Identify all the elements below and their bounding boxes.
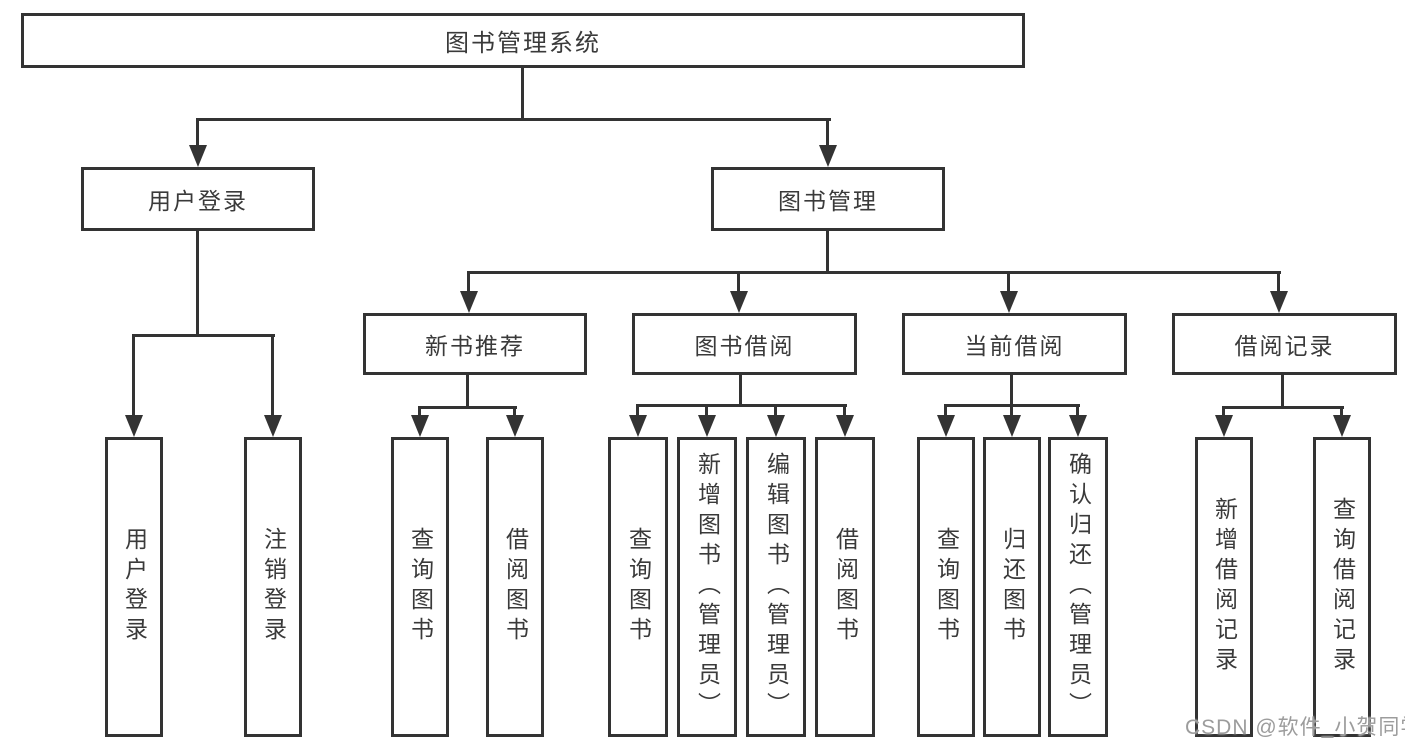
node-label: 确认归还（管理员） xyxy=(1065,452,1092,722)
node-root-system: 图书管理系统 xyxy=(21,13,1025,68)
leaf-borrow-books: 借阅图书 xyxy=(815,437,875,737)
leaf-query-books-recommend: 查询图书 xyxy=(391,437,449,737)
arrow-down-icon xyxy=(1215,415,1233,437)
node-label: 图书管理 xyxy=(778,188,878,214)
connector-stem-book-management xyxy=(826,118,829,146)
node-label: 借阅图书 xyxy=(832,527,859,647)
node-book-borrow: 图书借阅 xyxy=(632,313,857,375)
connector-stem-new-book xyxy=(467,271,470,291)
connector-stem xyxy=(636,404,639,416)
connector-stem xyxy=(1010,404,1013,416)
node-label: 查询图书 xyxy=(625,527,652,647)
connector-stem-leaf-logout xyxy=(271,334,274,416)
leaf-query-books-borrow: 查询图书 xyxy=(608,437,668,737)
node-book-management: 图书管理 xyxy=(711,167,945,231)
connector-user-login-rail xyxy=(132,334,275,337)
connector-new-book-rail xyxy=(418,406,517,409)
node-label: 新增图书（管理员） xyxy=(694,452,721,722)
node-label: 借阅记录 xyxy=(1234,333,1335,359)
connector-stem xyxy=(513,406,516,416)
arrow-down-icon xyxy=(1069,415,1087,437)
arrow-down-icon xyxy=(1333,415,1351,437)
connector-book-management-drop xyxy=(826,231,829,273)
leaf-user-login: 用户登录 xyxy=(105,437,163,737)
arrow-down-icon xyxy=(1003,415,1021,437)
arrow-down-icon xyxy=(836,415,854,437)
watermark: CSDN @软件_小贺同学 xyxy=(1185,716,1405,739)
arrow-down-icon xyxy=(189,145,207,167)
node-label: 注销登录 xyxy=(260,527,287,647)
arrow-down-icon xyxy=(698,415,716,437)
connector-stem-leaf-login xyxy=(132,334,135,416)
connector-borrow-records-drop xyxy=(1281,375,1284,408)
node-current-borrow: 当前借阅 xyxy=(902,313,1127,375)
arrow-down-icon xyxy=(1270,291,1288,313)
node-label: 图书管理系统 xyxy=(445,30,601,57)
connector-stem xyxy=(1076,404,1079,416)
node-label: 查询借阅记录 xyxy=(1329,497,1356,677)
connector-root-drop xyxy=(521,68,524,120)
leaf-return-books: 归还图书 xyxy=(983,437,1041,737)
connector-stem xyxy=(774,404,777,416)
leaf-add-borrow-record: 新增借阅记录 xyxy=(1195,437,1253,737)
node-label: 编辑图书（管理员） xyxy=(763,452,790,722)
arrow-down-icon xyxy=(411,415,429,437)
connector-stem xyxy=(944,404,947,416)
node-new-book-recommend: 新书推荐 xyxy=(363,313,587,375)
connector-user-login-drop xyxy=(196,231,199,337)
node-label: 借阅图书 xyxy=(502,527,529,647)
node-label: 当前借阅 xyxy=(964,333,1065,359)
node-label: 查询图书 xyxy=(407,527,434,647)
connector-current-borrow-drop xyxy=(1010,375,1013,406)
arrow-down-icon xyxy=(767,415,785,437)
node-label: 图书借阅 xyxy=(694,333,795,359)
leaf-query-books-current: 查询图书 xyxy=(917,437,975,737)
node-label: 归还图书 xyxy=(999,527,1026,647)
node-label: 新书推荐 xyxy=(425,333,525,359)
connector-borrow-records-rail xyxy=(1222,406,1344,409)
leaf-query-borrow-record: 查询借阅记录 xyxy=(1313,437,1371,737)
node-borrow-records: 借阅记录 xyxy=(1172,313,1397,375)
connector-stem xyxy=(1222,406,1225,416)
node-label: 用户登录 xyxy=(148,188,248,214)
arrow-down-icon xyxy=(629,415,647,437)
arrow-down-icon xyxy=(730,291,748,313)
arrow-down-icon xyxy=(460,291,478,313)
connector-book-borrow-drop xyxy=(739,375,742,406)
arrow-down-icon xyxy=(937,415,955,437)
node-user-login: 用户登录 xyxy=(81,167,315,231)
connector-stem-current-borrow xyxy=(1007,271,1010,291)
connector-new-book-drop xyxy=(466,375,469,408)
arrow-down-icon xyxy=(125,415,143,437)
leaf-confirm-return-admin: 确认归还（管理员） xyxy=(1048,437,1108,737)
node-label: 查询图书 xyxy=(933,527,960,647)
leaf-edit-books-admin: 编辑图书（管理员） xyxy=(746,437,806,737)
connector-stem-user-login xyxy=(196,118,199,146)
connector-stem xyxy=(705,404,708,416)
node-label: 用户登录 xyxy=(121,527,148,647)
arrow-down-icon xyxy=(1000,291,1018,313)
connector-stem-borrow-records xyxy=(1277,271,1280,291)
connector-stem xyxy=(418,406,421,416)
node-label: 新增借阅记录 xyxy=(1211,497,1238,677)
arrow-down-icon xyxy=(506,415,524,437)
connector-stem xyxy=(843,404,846,416)
connector-level2-rail xyxy=(196,118,831,121)
arrow-down-icon xyxy=(819,145,837,167)
connector-stem-book-borrow xyxy=(737,271,740,291)
leaf-add-books-admin: 新增图书（管理员） xyxy=(677,437,737,737)
leaf-logout: 注销登录 xyxy=(244,437,302,737)
connector-stem xyxy=(1340,406,1343,416)
connector-book-borrow-rail xyxy=(636,404,847,407)
arrow-down-icon xyxy=(264,415,282,437)
connector-level3-rail xyxy=(467,271,1281,274)
leaf-borrow-books-recommend: 借阅图书 xyxy=(486,437,544,737)
